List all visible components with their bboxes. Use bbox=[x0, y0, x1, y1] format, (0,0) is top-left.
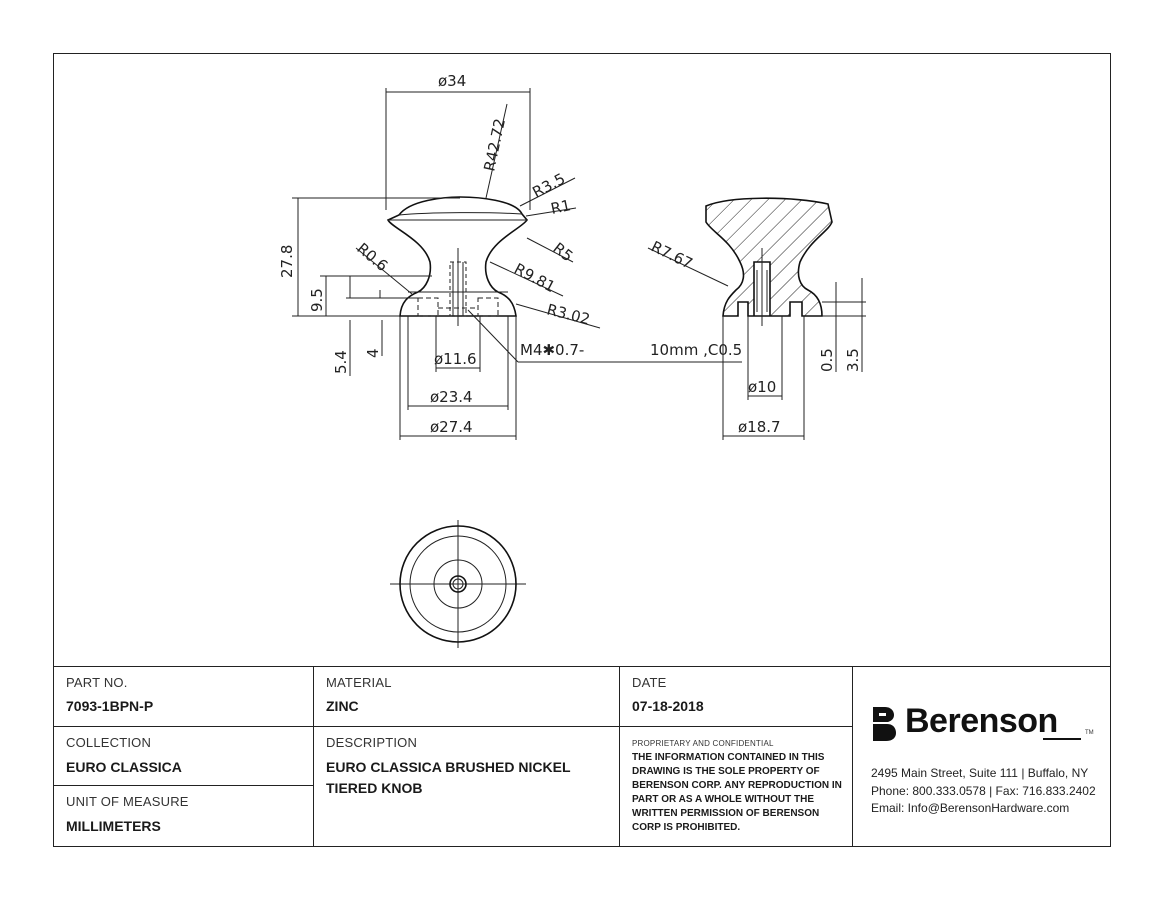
dim-dia-34: ø34 bbox=[438, 72, 466, 90]
company-address: 2495 Main Street, Suite 111 | Buffalo, N… bbox=[871, 766, 1089, 780]
dim-dia-11-6: ø11.6 bbox=[434, 350, 477, 368]
dim-r-0-6: R0.6 bbox=[353, 239, 391, 275]
description-line2: TIERED KNOB bbox=[326, 780, 423, 796]
dim-thread-a: M4✱0.7- bbox=[520, 341, 584, 359]
dim-thread-b: 10mm ,C0.5 bbox=[650, 341, 742, 359]
uom-value: MILLIMETERS bbox=[66, 818, 161, 834]
material-label: MATERIAL bbox=[326, 675, 392, 690]
dim-h-9-5: 9.5 bbox=[308, 288, 326, 312]
dim-r-1: R1 bbox=[549, 196, 572, 218]
dim-h-3-5: 3.5 bbox=[844, 348, 862, 372]
uom-label: UNIT OF MEASURE bbox=[66, 794, 189, 809]
dim-r-9-81: R9.81 bbox=[511, 260, 558, 296]
confidential-notice: THE INFORMATION CONTAINED IN THIS DRAWIN… bbox=[632, 752, 842, 833]
dim-h-27-8: 27.8 bbox=[278, 245, 296, 278]
date-value: 07-18-2018 bbox=[632, 698, 704, 714]
company-name: Berenson bbox=[905, 702, 1058, 740]
logo-underline bbox=[1043, 738, 1081, 740]
dim-dia-27-4: ø27.4 bbox=[430, 418, 473, 436]
bottom-view bbox=[390, 520, 526, 648]
part-no-value: 7093-1BPN-P bbox=[66, 698, 154, 714]
description-label: DESCRIPTION bbox=[326, 735, 418, 750]
company-email: Email: Info@BerensonHardware.com bbox=[871, 801, 1070, 815]
knob-section-hatched bbox=[705, 197, 833, 317]
collection-value: EURO CLASSICA bbox=[66, 759, 182, 775]
trademark-mark: TM bbox=[1085, 730, 1094, 736]
dim-r-7-67: R7.67 bbox=[648, 237, 695, 272]
dim-h-5-4: 5.4 bbox=[332, 350, 350, 374]
date-label: DATE bbox=[632, 675, 667, 690]
title-block: PART NO. 7093-1BPN-P MATERIAL ZINC DATE … bbox=[53, 666, 1111, 847]
confidential-label: PROPRIETARY AND CONFIDENTIAL bbox=[632, 739, 774, 748]
collection-label: COLLECTION bbox=[66, 735, 152, 750]
berenson-b-logo-icon bbox=[873, 707, 896, 741]
material-value: ZINC bbox=[326, 698, 359, 714]
dim-dia-23-4: ø23.4 bbox=[430, 388, 473, 406]
company-phone: Phone: 800.333.0578 | Fax: 716.833.2402 bbox=[871, 784, 1096, 798]
section-view: R7.67 ø10 ø18.7 0.5 3.5 bbox=[647, 197, 866, 440]
dim-dia-18-7: ø18.7 bbox=[738, 418, 781, 436]
part-no-label: PART NO. bbox=[66, 675, 128, 690]
dim-r-42-72: R42.72 bbox=[480, 117, 509, 173]
dim-dia-10: ø10 bbox=[748, 378, 776, 396]
dim-h-0-5: 0.5 bbox=[818, 348, 836, 372]
dim-h-4: 4 bbox=[364, 348, 382, 358]
technical-drawing: ø34 R42.72 R3.5 R1 R5 R9.81 R3.02 R0.6 2… bbox=[278, 72, 866, 648]
description-line1: EURO CLASSICA BRUSHED NICKEL bbox=[326, 759, 571, 775]
dim-r-3-02: R3.02 bbox=[545, 300, 592, 328]
